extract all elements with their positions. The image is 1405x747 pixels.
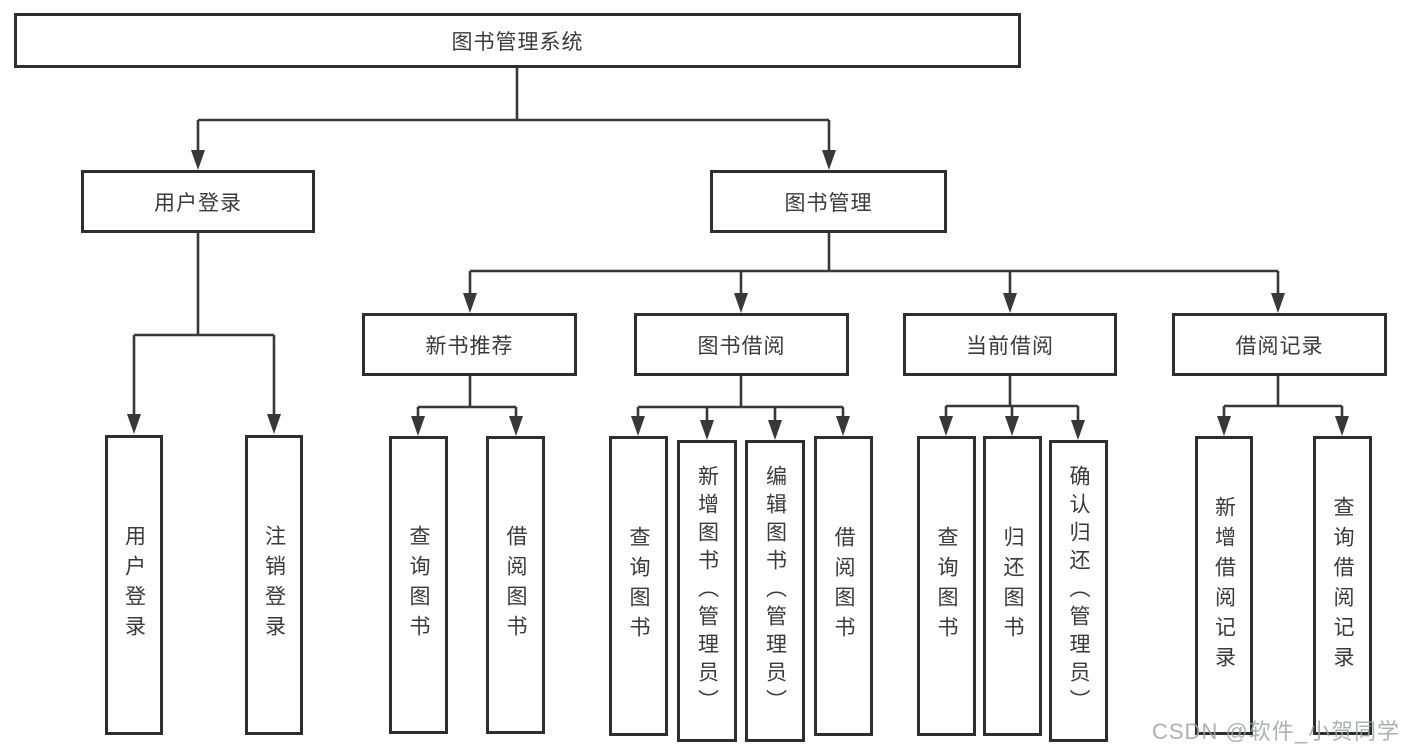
node-user-login: 用户登录 bbox=[81, 170, 315, 233]
node-label: 用户登录 bbox=[122, 525, 146, 645]
node-label: 注销登录 bbox=[262, 525, 286, 645]
leaf-add-book-admin: 新增图书（管理员） bbox=[677, 440, 737, 742]
node-label: 新增借阅记录 bbox=[1212, 495, 1236, 676]
node-label: 用户登录 bbox=[154, 191, 242, 215]
leaf-logout: 注销登录 bbox=[245, 435, 303, 735]
node-label: 借阅图书 bbox=[504, 525, 527, 645]
node-borrow-records: 借阅记录 bbox=[1172, 313, 1387, 376]
leaf-add-borrow-record: 新增借阅记录 bbox=[1195, 436, 1253, 735]
node-label: 借阅记录 bbox=[1235, 334, 1324, 358]
node-label: 借阅图书 bbox=[832, 526, 855, 646]
node-label: 查询图书 bbox=[407, 525, 430, 645]
leaf-borrow-books-recommend: 借阅图书 bbox=[486, 436, 545, 734]
node-root-system: 图书管理系统 bbox=[14, 13, 1021, 68]
arrowheads bbox=[127, 150, 1349, 440]
node-label: 归还图书 bbox=[1001, 526, 1024, 646]
node-label: 图书借阅 bbox=[697, 334, 786, 358]
leaf-query-books-recommend: 查询图书 bbox=[389, 436, 448, 734]
leaf-return-books: 归还图书 bbox=[983, 436, 1042, 736]
leaf-confirm-return-admin: 确认归还（管理员） bbox=[1049, 440, 1108, 742]
leaf-user-login: 用户登录 bbox=[105, 435, 163, 735]
node-label: 当前借阅 bbox=[966, 334, 1054, 358]
node-label: 图书管理系统 bbox=[451, 30, 584, 54]
node-label: 新书推荐 bbox=[425, 334, 514, 358]
csdn-watermark: CSDN @软件_小贺同学 bbox=[1152, 719, 1401, 744]
node-book-borrowing: 图书借阅 bbox=[634, 313, 849, 376]
node-label: 编辑图书（管理员） bbox=[763, 465, 787, 717]
leaf-query-books-borrowing: 查询图书 bbox=[609, 436, 668, 736]
node-label: 确认归还（管理员） bbox=[1067, 465, 1090, 717]
leaf-query-books-current: 查询图书 bbox=[917, 436, 976, 736]
node-label: 新增图书（管理员） bbox=[695, 465, 719, 717]
node-label: 查询借阅记录 bbox=[1331, 495, 1354, 676]
leaf-edit-book-admin: 编辑图书（管理员） bbox=[745, 440, 805, 742]
node-current-borrowing: 当前借阅 bbox=[903, 313, 1117, 376]
node-label: 查询图书 bbox=[935, 526, 958, 646]
node-book-management: 图书管理 bbox=[710, 170, 947, 233]
node-label: 查询图书 bbox=[627, 526, 650, 646]
node-new-book-recommend: 新书推荐 bbox=[362, 313, 577, 376]
node-label: 图书管理 bbox=[784, 191, 873, 215]
leaf-query-borrow-record: 查询借阅记录 bbox=[1313, 436, 1372, 735]
leaf-borrow-books-borrowing: 借阅图书 bbox=[814, 436, 873, 736]
